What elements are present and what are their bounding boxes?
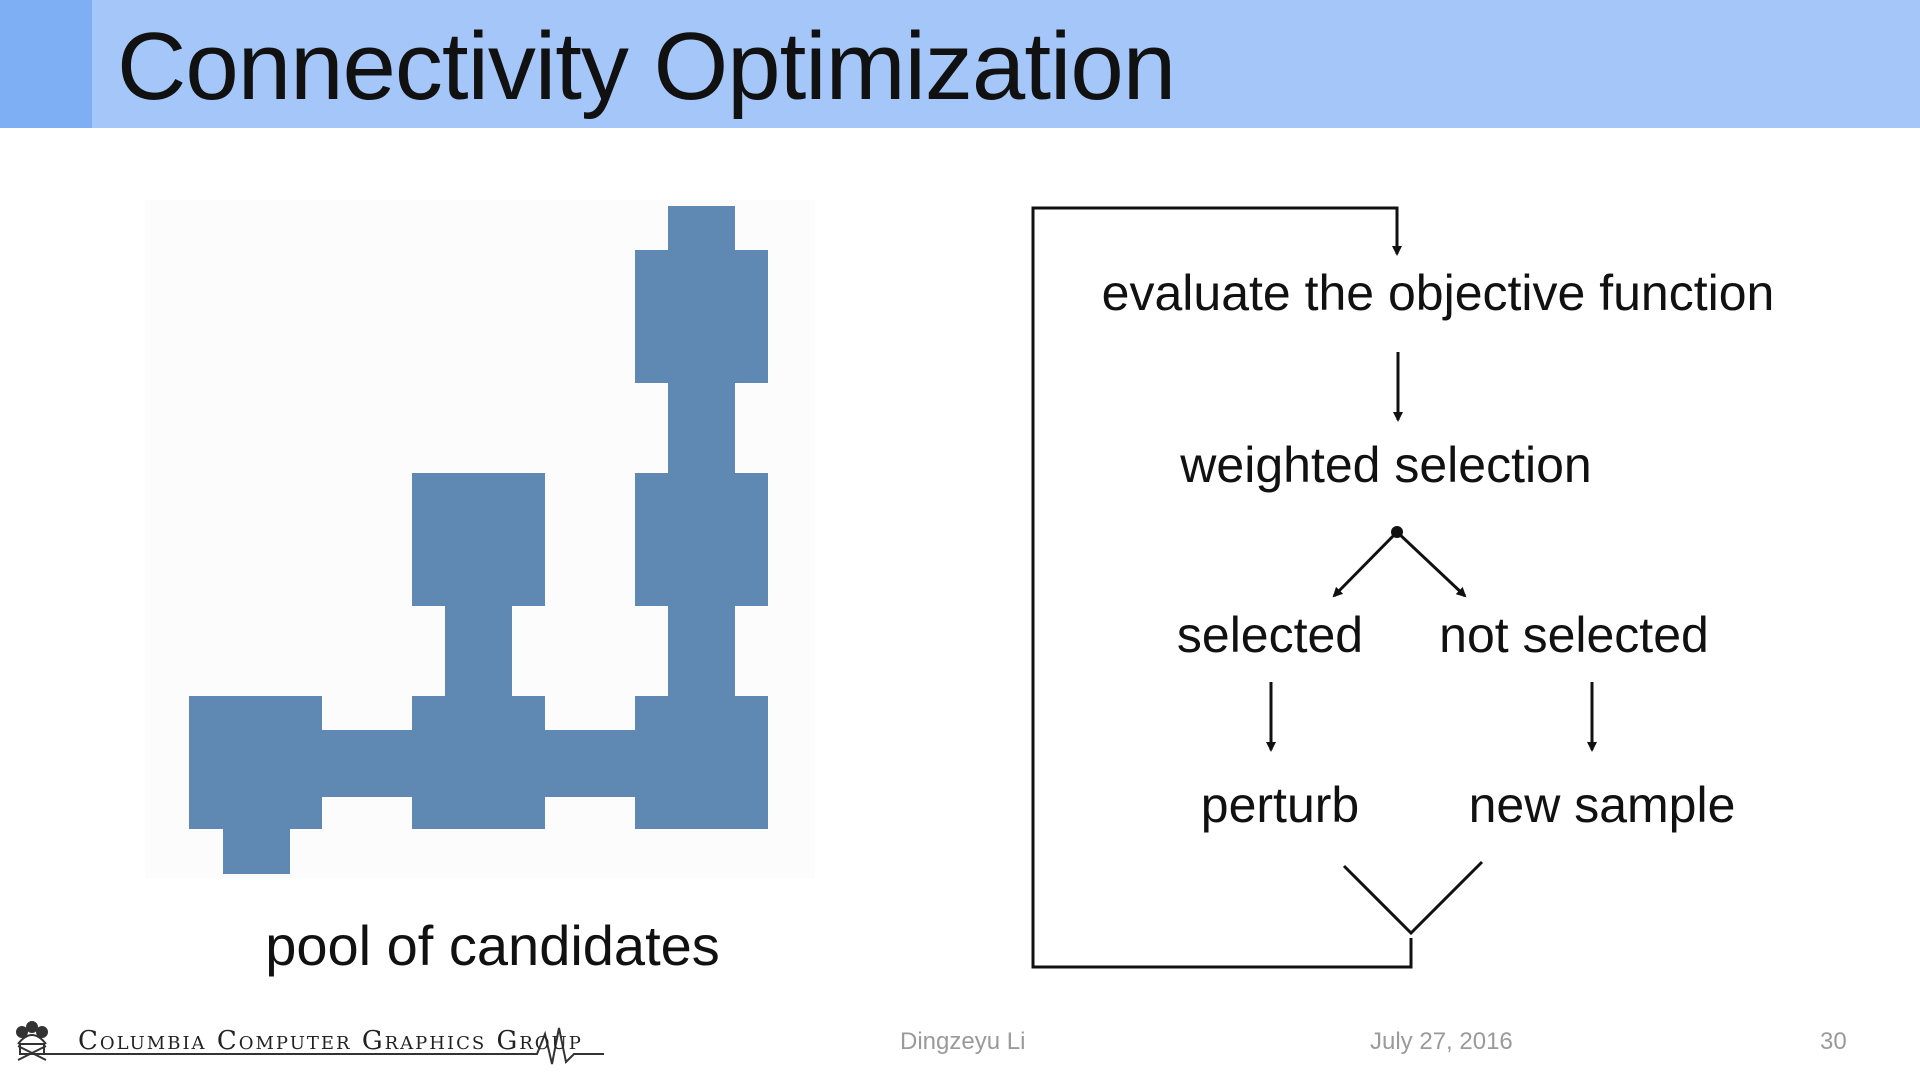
step-new-sample: new sample — [1468, 777, 1736, 833]
step-perturb: perturb — [1200, 777, 1360, 833]
pool-connector — [445, 606, 512, 696]
step-selected: selected — [1176, 607, 1364, 663]
pool-connector — [668, 606, 735, 696]
step-weighted-selection: weighted selection — [1180, 437, 1592, 493]
heartbeat-icon — [36, 1027, 604, 1065]
group-name: Columbia Computer Graphics Group — [78, 1026, 583, 1056]
author-name: Dingzeyu Li — [900, 1028, 1026, 1055]
step-not-selected: not selected — [1439, 607, 1709, 663]
slide-title: Connectivity Optimization — [117, 13, 1176, 120]
feedback-loop-line — [1031, 206, 1413, 969]
presentation-date: July 27, 2016 — [1370, 1028, 1513, 1055]
crown-icon — [16, 1021, 604, 1065]
title-bar: Connectivity Optimization — [0, 0, 1920, 128]
pool-cell — [668, 206, 735, 250]
pool-cell — [635, 250, 768, 383]
pool-connector — [668, 383, 735, 473]
arrow-to-selected — [1332, 530, 1399, 598]
pool-cell — [635, 696, 768, 829]
pool-cell — [635, 473, 768, 606]
pool-connector — [545, 730, 635, 797]
arrow-to-not-selected — [1395, 530, 1467, 598]
pool-cell — [223, 829, 290, 874]
merge-lines — [1342, 860, 1484, 936]
candidate-pool-figure — [145, 200, 815, 878]
pool-cell — [412, 696, 545, 829]
group-logo: Columbia Computer Graphics Group — [12, 1018, 612, 1070]
step-evaluate-objective: evaluate the objective function — [1101, 265, 1775, 321]
pool-cell — [412, 473, 545, 606]
pool-connector — [322, 730, 412, 797]
page-number: 30 — [1820, 1028, 1847, 1055]
title-accent-block — [0, 0, 92, 128]
pool-cell — [189, 696, 322, 829]
pool-label: pool of candidates — [265, 914, 720, 977]
